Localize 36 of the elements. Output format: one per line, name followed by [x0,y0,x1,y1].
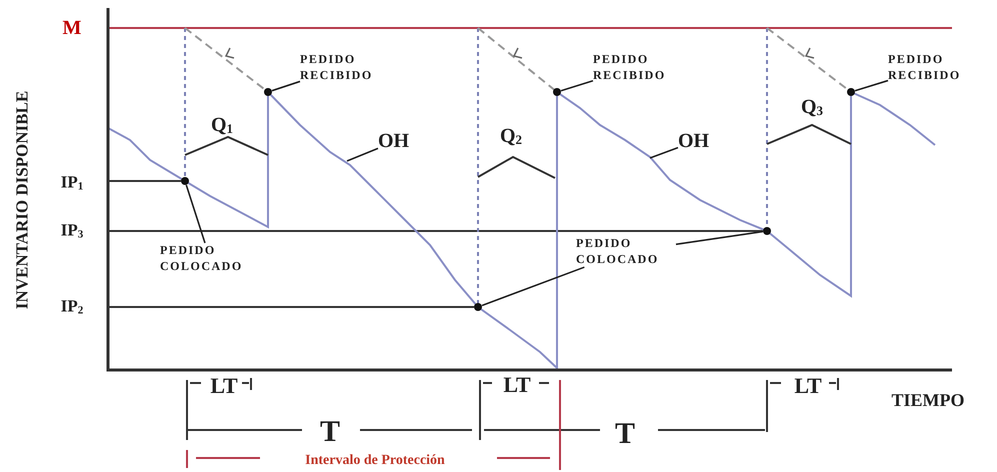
quantity-label: Q$_{2}$ [500,126,522,146]
leader-line [272,80,300,92]
interval-label: LT [210,375,238,397]
leader-line [482,266,585,306]
leader-line [560,80,594,92]
leader-line [676,230,764,246]
axis-value: M [62,18,82,38]
interval-label: T [615,419,635,449]
callout-text: PEDIDO RECIBIDO [593,52,677,84]
interval-label: LT [794,375,822,397]
data-point [474,303,482,311]
leader-line [186,184,206,244]
data-point [264,88,272,96]
callout-text: PEDIDO COLOCADO [576,236,676,268]
interval-label: LT [503,374,531,396]
axis-title: INVENTARIO DISPONIBLE [14,90,30,310]
data-point [763,227,771,235]
interval-label: Intervalo de Protección [305,454,445,468]
callout-text: PEDIDO RECIBIDO [300,52,384,84]
quantity-label: Q$_{3}$ [800,97,824,117]
interval-label: T [320,417,340,447]
data-point [553,88,561,96]
leader-line [650,146,678,159]
axis-value: IP$_{2}$ [60,298,84,316]
quantity-label: Q$_{1}$ [210,115,234,135]
callout-text: OH [378,128,414,154]
leader-line [854,80,888,92]
leader-line [346,148,378,162]
data-point [181,177,189,185]
callout-text: PEDIDO RECIBIDO [888,52,972,84]
data-point [847,88,855,96]
callout-text: PEDIDO COLOCADO [160,243,260,274]
axis-title: TIEMPO [892,391,964,409]
axis-value: IP$_{3}$ [60,222,84,240]
axis-value: IP$_{1}$ [60,174,84,192]
callout-text: OH [678,128,714,154]
